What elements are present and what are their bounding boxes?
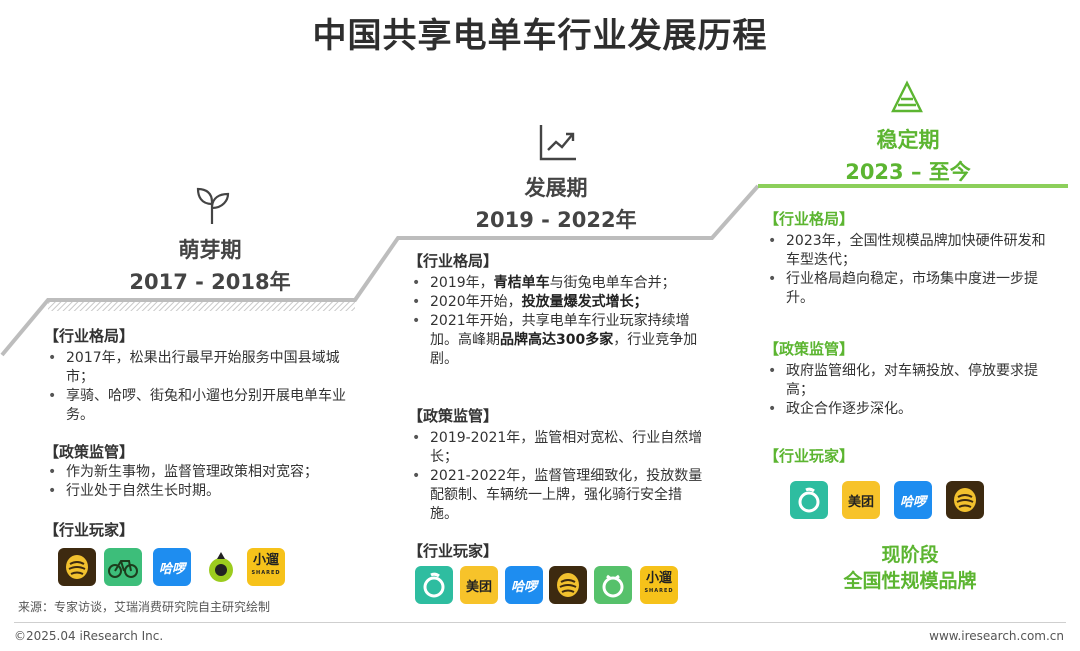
meituan-logo: 美团 <box>842 481 880 519</box>
xiaoliu-logo: 小遛 SHARED <box>640 566 678 604</box>
stage-name: 稳定期 <box>876 128 940 152</box>
section-heading: 【行业玩家】 <box>408 542 499 560</box>
footer-divider <box>14 622 1066 623</box>
jietu-icon <box>209 552 233 582</box>
hellobike-logo: 哈啰 <box>153 548 191 586</box>
list-item: 2023年，全国性规模品牌加快硬件研发和车型迭代； <box>764 232 1059 270</box>
list-item: 行业格局趋向稳定，市场集中度进一步提升。 <box>764 270 1059 308</box>
list-item: 2021-2022年，监督管理细致化，投放数量配额制、车辆统一上牌，强化骑行安全… <box>408 467 703 524</box>
qingju-icon <box>423 572 445 598</box>
section-heading: 【行业格局】 <box>408 252 499 270</box>
source-note: 来源：专家访谈，艾瑞消费研究院自主研究绘制 <box>18 600 271 614</box>
section-heading: 【政策监管】 <box>408 407 499 425</box>
list-item: 2019-2021年，监管相对宽松、行业自然增长； <box>408 429 703 467</box>
qingju-green-logo <box>594 566 632 604</box>
section-heading: 【政策监管】 <box>44 443 135 461</box>
section-heading: 【行业格局】 <box>44 327 135 345</box>
songguo-logo <box>946 481 984 519</box>
stage-years: 2017 - 2018年 <box>129 270 291 294</box>
list-item: 2021年开始，共享电单车行业玩家持续增加。高峰期品牌高达300多家，行业竞争加… <box>408 312 708 369</box>
bullet-list: 作为新生事物，监督管理政策相对宽容； 行业处于自然生长时期。 <box>44 463 374 501</box>
bullet-list: 2017年，松果出行最早开始服务中国县域城市； 享骑、哈啰、街兔和小遛也分别开展… <box>44 349 349 425</box>
hellobike-logo: 哈啰 <box>894 481 932 519</box>
list-item: 行业处于自然生长时期。 <box>44 482 374 501</box>
section-heading: 【行业玩家】 <box>764 447 855 465</box>
qingju-logo <box>415 566 453 604</box>
pinecone-icon <box>557 573 579 597</box>
jietu-logo <box>202 548 240 586</box>
growth-chart-icon <box>539 125 576 161</box>
copyright: ©2025.04 iResearch Inc. <box>14 629 164 643</box>
stage-years: 2023 – 至今 <box>845 160 971 184</box>
step-line-gray <box>0 184 760 357</box>
sprout-icon <box>196 187 230 224</box>
list-item: 政府监管细化，对车辆投放、停放要求提高； <box>764 362 1059 400</box>
triangle-icon <box>891 80 923 113</box>
current-stage-description: 全国性规模品牌 <box>843 570 977 592</box>
songguo-logo <box>58 548 96 586</box>
current-stage-label: 现阶段 <box>881 544 939 566</box>
stage-name: 萌芽期 <box>178 238 242 262</box>
list-item: 政企合作逐步深化。 <box>764 400 1059 419</box>
bullet-list: 2019年，青桔单车与街兔电单车合并； 2020年开始，投放量爆发式增长； 20… <box>408 274 708 369</box>
meituan-logo: 美团 <box>460 566 498 604</box>
section-heading: 【行业玩家】 <box>44 521 135 539</box>
qingju-icon <box>798 487 820 513</box>
pinecone-icon <box>66 555 88 579</box>
list-item: 享骑、哈啰、街兔和小遛也分别开展电单车业务。 <box>44 387 349 425</box>
pinecone-icon <box>954 488 976 512</box>
list-item: 2020年开始，投放量爆发式增长； <box>408 293 708 312</box>
section-heading: 【行业格局】 <box>764 210 855 228</box>
stage-years: 2019 - 2022年 <box>475 208 637 232</box>
list-item: 2019年，青桔单车与街兔电单车合并； <box>408 274 708 293</box>
section-heading: 【政策监管】 <box>764 340 855 358</box>
step-hatch <box>48 302 355 311</box>
bike-icon <box>108 560 138 578</box>
xiangqi-logo <box>104 548 142 586</box>
qingju-icon <box>602 574 624 598</box>
website-link[interactable]: www.iresearch.com.cn <box>929 629 1064 643</box>
bullet-list: 2023年，全国性规模品牌加快硬件研发和车型迭代； 行业格局趋向稳定，市场集中度… <box>764 232 1059 308</box>
songguo-logo <box>549 566 587 604</box>
xiaoliu-logo: 小遛 SHARED <box>247 548 285 586</box>
stage-name: 发展期 <box>524 176 588 200</box>
qingju-logo <box>790 481 828 519</box>
bullet-list: 2019-2021年，监管相对宽松、行业自然增长； 2021-2022年，监督管… <box>408 429 703 524</box>
list-item: 作为新生事物，监督管理政策相对宽容； <box>44 463 374 482</box>
list-item: 2017年，松果出行最早开始服务中国县域城市； <box>44 349 349 387</box>
page-title: 中国共享电单车行业发展历程 <box>312 16 768 56</box>
hellobike-logo: 哈啰 <box>505 566 543 604</box>
bullet-list: 政府监管细化，对车辆投放、停放要求提高； 政企合作逐步深化。 <box>764 362 1059 419</box>
